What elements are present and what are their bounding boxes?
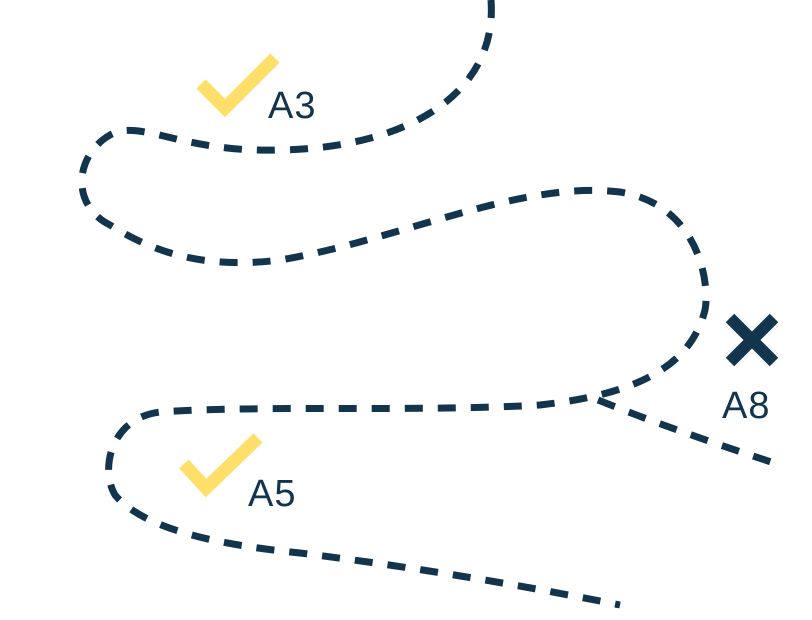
dashed-route-branch	[596, 396, 782, 469]
check-icon	[196, 53, 280, 118]
dashed-route-main	[78, 0, 710, 609]
checkpoint-a5: A5	[179, 433, 296, 515]
checkpoint-label: A5	[248, 473, 296, 515]
checkpoint-label: A3	[268, 85, 316, 127]
checkpoint-a8: A8	[722, 313, 779, 427]
check-icon	[179, 433, 263, 498]
cross-icon	[725, 313, 779, 367]
checkpoint-label: A8	[722, 385, 770, 427]
checkpoint-a3: A3	[196, 53, 316, 127]
